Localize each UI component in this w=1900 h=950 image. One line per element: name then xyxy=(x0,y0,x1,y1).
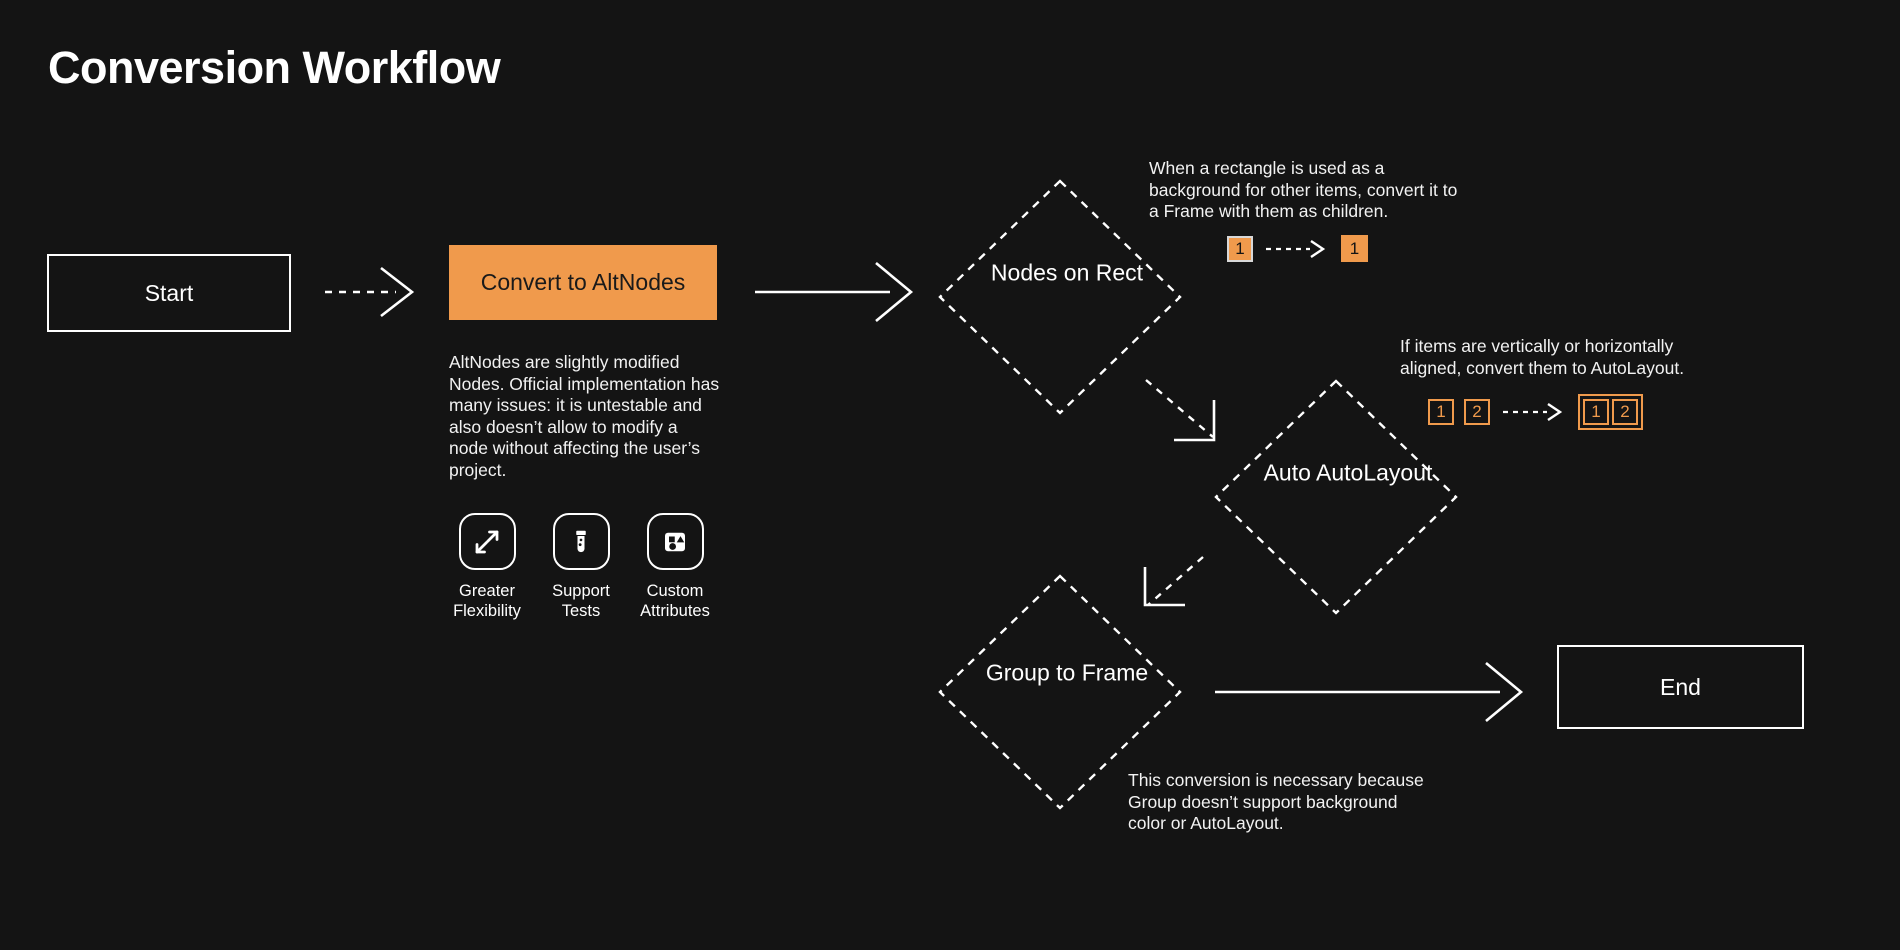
node-group-to-frame[interactable]: Group to Frame xyxy=(947,581,1187,764)
node-convert-label: Convert to AltNodes xyxy=(480,269,686,295)
feature-greater-flexibility[interactable]: Greater Flexibility xyxy=(452,513,522,621)
badge-transform-arrow-icon xyxy=(1266,239,1326,258)
edge-start-to-convert xyxy=(325,266,415,318)
badge-after-group: 1 2 xyxy=(1578,394,1643,430)
badge-after-2: 2 xyxy=(1612,399,1638,425)
feature-label: Support Tests xyxy=(552,582,610,620)
edge-group-to-frame-to-end xyxy=(1215,661,1524,723)
node-start-label: Start xyxy=(144,279,194,306)
auto-autolayout-annotation-text: If items are vertically or horizontally … xyxy=(1400,336,1685,378)
feature-list: Greater Flexibility Support Tests xyxy=(452,513,710,621)
feature-label: Custom Attributes xyxy=(640,582,710,620)
edge-convert-to-nodes-on-rect xyxy=(755,261,914,323)
test-tube-icon xyxy=(552,513,610,570)
nodes-on-rect-annotation-badges: 1 1 xyxy=(1227,235,1368,262)
edge-nodes-on-rect-to-auto-autolayout xyxy=(1145,379,1216,442)
expand-arrows-icon xyxy=(458,513,516,570)
convert-description-text: AltNodes are slightly modified Nodes. Of… xyxy=(449,352,720,480)
node-auto-autolayout[interactable]: Auto AutoLayout xyxy=(1228,381,1468,564)
badge-before-2: 2 xyxy=(1464,399,1490,425)
node-group-to-frame-label: Group to Frame xyxy=(985,659,1149,685)
nodes-on-rect-annotation-text: When a rectangle is used as a background… xyxy=(1149,158,1458,221)
node-convert-to-altnodes[interactable]: Convert to AltNodes xyxy=(449,245,717,320)
badge-after: 1 xyxy=(1341,235,1368,262)
node-auto-autolayout-label: Auto AutoLayout xyxy=(1263,459,1433,485)
node-nodes-on-rect-label: Nodes on Rect xyxy=(990,259,1144,285)
node-end-label: End xyxy=(1660,673,1701,700)
badge-before-1: 1 xyxy=(1428,399,1454,425)
feature-custom-attributes[interactable]: Custom Attributes xyxy=(640,513,710,621)
auto-autolayout-annotation-badges: 1 2 1 2 xyxy=(1428,394,1643,430)
badge-before: 1 xyxy=(1227,235,1253,262)
group-to-frame-annotation-text: This conversion is necessary because Gro… xyxy=(1128,770,1424,833)
badge-transform-arrow-icon xyxy=(1503,403,1563,421)
node-nodes-on-rect[interactable]: Nodes on Rect xyxy=(947,181,1187,364)
node-end[interactable]: End xyxy=(1557,645,1804,729)
badge-after-1: 1 xyxy=(1583,399,1609,425)
shapes-icon xyxy=(646,513,704,570)
feature-label: Greater Flexibility xyxy=(453,582,521,620)
page-title: Conversion Workflow xyxy=(48,42,501,93)
feature-support-tests[interactable]: Support Tests xyxy=(546,513,616,621)
node-start[interactable]: Start xyxy=(47,254,291,332)
